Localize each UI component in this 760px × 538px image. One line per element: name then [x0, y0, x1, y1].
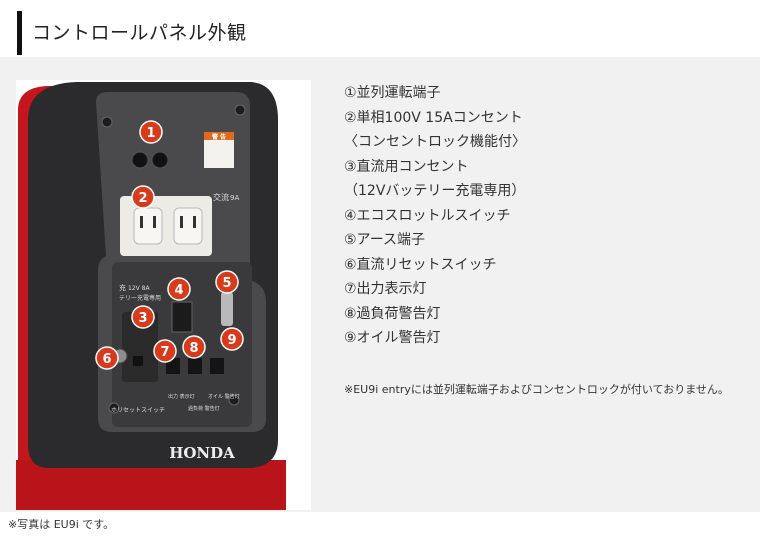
screw-bottom-left — [108, 402, 120, 414]
svg-text:9: 9 — [227, 333, 236, 348]
feature-item: ②単相100V 15Aコンセント — [344, 109, 523, 126]
generator-base — [16, 460, 286, 510]
callout-2: 2 — [131, 185, 155, 209]
overload-lamp-label: 過負荷 警告灯 — [188, 405, 220, 412]
page-title: コントロールパネル外観 — [32, 22, 247, 44]
honda-logo: HONDA — [169, 444, 235, 462]
control-panel-photo: 警 告 交流 9A 充 12V 8A テリー充電専用 ホリセットスイッチ 出力 … — [16, 80, 311, 510]
feature-item: ⑧過負荷警告灯 — [344, 305, 441, 322]
callout-7: 7 — [153, 339, 177, 363]
svg-text:2: 2 — [138, 191, 147, 206]
svg-text:5: 5 — [222, 276, 231, 291]
oil-lamp-label: オイル 警告灯 — [208, 393, 240, 400]
callout-5: 5 — [215, 270, 239, 294]
callout-4: 4 — [167, 277, 191, 301]
svg-text:1: 1 — [146, 126, 155, 141]
overload-lamp — [188, 358, 202, 374]
photo-footnote: ※写真は EU9i です。 — [8, 518, 115, 531]
eco-throttle-switch — [171, 301, 193, 333]
feature-item: ①並列運転端子 — [344, 85, 441, 101]
feature-item: ⑦出力表示灯 — [344, 281, 427, 297]
dc-outlet — [122, 312, 158, 382]
warning-label-text: 警 告 — [211, 133, 226, 141]
callout-1: 1 — [139, 120, 163, 144]
ground-terminal — [221, 292, 233, 326]
feature-item: ④エコスロットルスイッチ — [344, 207, 511, 224]
callout-6: 6 — [95, 346, 119, 370]
reset-switch-label: ホリセットスイッチ — [111, 407, 165, 414]
feature-item: 〈コンセントロック機能付〉 — [344, 134, 526, 150]
callout-8: 8 — [182, 335, 206, 359]
feature-item: （12Vバッテリー充電専用） — [344, 183, 526, 199]
output-lamp — [166, 358, 180, 374]
feature-item: ⑥直流リセットスイッチ — [344, 256, 497, 273]
feature-item: ⑨オイル警告灯 — [344, 330, 441, 346]
screw-top-right — [234, 104, 246, 116]
output-lamp-label: 出力 表示灯 — [168, 393, 195, 400]
dc-label: 充 — [119, 283, 126, 292]
dc-use-label: テリー充電専用 — [119, 294, 161, 302]
parallel-terminal-right — [151, 151, 169, 169]
section-header: コントロールパネル外観 — [0, 0, 760, 57]
dc-spec-label: 12V 8A — [128, 285, 150, 292]
feature-list: ①並列運転端子 ②単相100V 15Aコンセント 〈コンセントロック機能付〉 ③… — [344, 81, 744, 351]
svg-text:4: 4 — [174, 283, 183, 298]
ac-outlet-left — [133, 207, 163, 245]
screw-top-left — [101, 116, 113, 128]
oil-lamp — [210, 358, 224, 374]
ac-label: 交流 — [213, 192, 229, 202]
svg-text:8: 8 — [189, 341, 198, 356]
header-accent-bar — [17, 11, 22, 55]
ac-amp-label: 9A — [230, 194, 239, 202]
svg-text:7: 7 — [160, 345, 169, 360]
ac-outlet-right — [173, 207, 203, 245]
feature-item: ⑤アース端子 — [344, 232, 426, 248]
callout-9: 9 — [220, 327, 244, 351]
parallel-terminal-left — [131, 151, 149, 169]
svg-text:6: 6 — [102, 352, 111, 367]
svg-text:3: 3 — [138, 311, 147, 326]
lower-panel-area — [112, 262, 252, 427]
screw-bottom-right — [228, 394, 240, 406]
feature-item: ③直流用コンセント — [344, 158, 469, 175]
model-note: ※EU9i entryには並列運転端子およびコンセントロックが付いておりません。 — [344, 383, 729, 396]
callout-3: 3 — [131, 305, 155, 329]
